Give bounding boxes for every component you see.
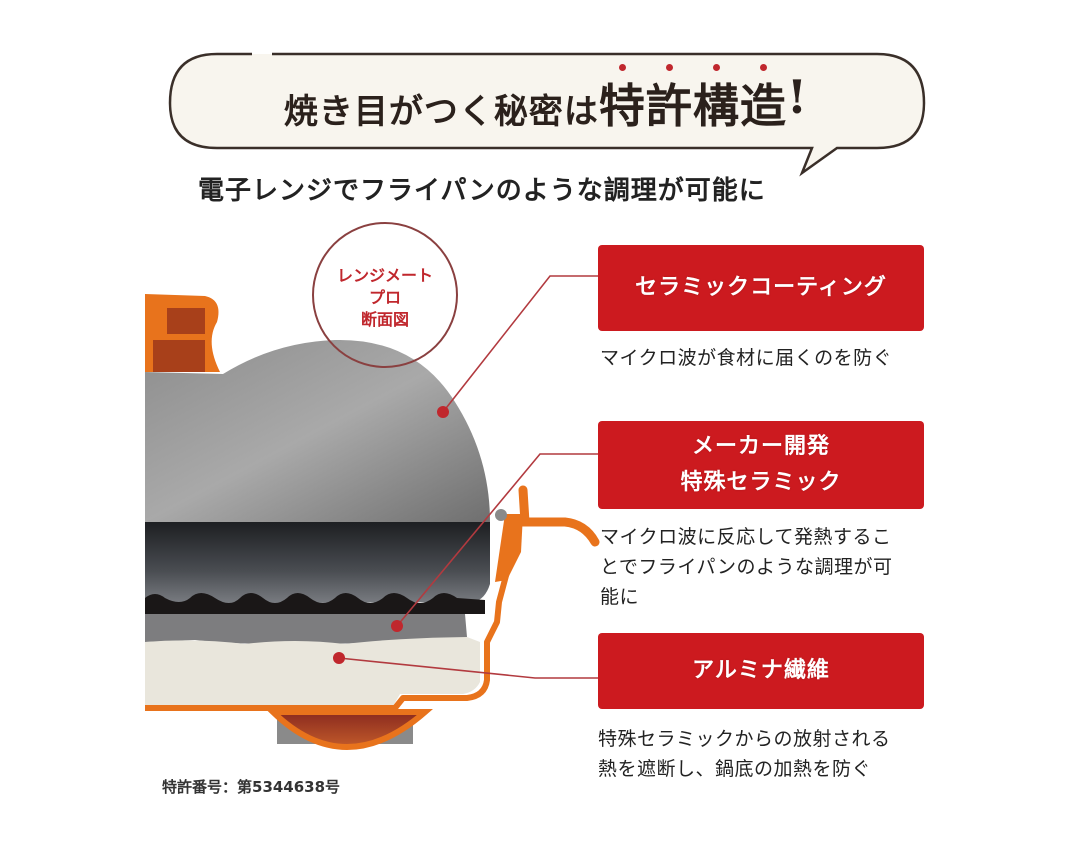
callout-desc-line: とでフライパンのような調理が可 [600, 556, 893, 578]
callout-desc-line: 特殊セラミックからの放射される [598, 728, 891, 750]
callout-title-ceramic-coating: セラミックコーティング [598, 245, 924, 331]
circle-label-line: 断面図 [360, 310, 409, 329]
callout-title-line: 特殊セラミック [680, 470, 842, 495]
special-ceramic-layer [145, 614, 467, 644]
callout-desc-line: マイクロ波が食材に届くのを防ぐ [600, 347, 893, 369]
headline-bubble: 焼き目がつく秘密は 特 許 構 造 ! [162, 48, 930, 178]
headline-char: ! [786, 70, 809, 124]
headline-char: 構 [693, 64, 740, 136]
circle-label-line: レンジメート [336, 266, 433, 285]
side-handle [495, 485, 600, 582]
ceramic-pan [145, 522, 490, 604]
headline-prefix: 焼き目がつく秘密は [283, 91, 599, 132]
subheadline: 電子レンジでフライパンのような調理が可能に [198, 176, 766, 206]
callout-title-special-ceramic: メーカー開発 特殊セラミック [598, 421, 924, 509]
headline-char: 許 [646, 64, 693, 136]
lid-knob [145, 294, 220, 372]
headline-char: 特 [599, 64, 646, 136]
speech-bubble-shape [168, 52, 926, 177]
callout-dots [333, 406, 449, 664]
callout-desc-alumina-fiber: 特殊セラミックからの放射される 熱を遮断し、鍋底の加熱を防ぐ [598, 724, 891, 784]
callout-title-line: アルミナ繊維 [692, 658, 830, 683]
pan-bottom-wave [145, 593, 485, 614]
callout-desc-special-ceramic: マイクロ波に反応して発熱するこ とでフライパンのような調理が可 能に [600, 522, 893, 612]
callout-desc-line: 能に [600, 586, 640, 608]
headline-char: 造 [740, 64, 787, 136]
leader-lines [338, 275, 598, 679]
callout-desc-line: マイクロ波に反応して発熱するこ [600, 526, 892, 548]
headline-emphasis: 特 許 構 造 ! [599, 64, 809, 136]
base-foot [265, 709, 433, 750]
circle-label-line: プロ [368, 288, 401, 307]
callout-title-alumina-fiber: アルミナ繊維 [598, 633, 924, 709]
callout-desc-ceramic-coating: マイクロ波が食材に届くのを防ぐ [600, 343, 892, 373]
alumina-fiber-layer [145, 637, 480, 706]
cross-section-illustration [145, 275, 600, 750]
headline: 焼き目がつく秘密は 特 許 構 造 ! [162, 48, 930, 158]
outer-shell [145, 517, 520, 711]
section-diagram-label: レンジメート プロ 断面図 [312, 222, 458, 368]
callout-title-line: セラミックコーティング [635, 275, 887, 300]
callout-desc-line: 熱を遮断し、鍋底の加熱を防ぐ [598, 758, 872, 780]
callout-title-line: メーカー開発 [691, 434, 830, 459]
patent-number: 特許番号：第5344638号 [162, 778, 341, 796]
lid-dome [145, 339, 490, 522]
